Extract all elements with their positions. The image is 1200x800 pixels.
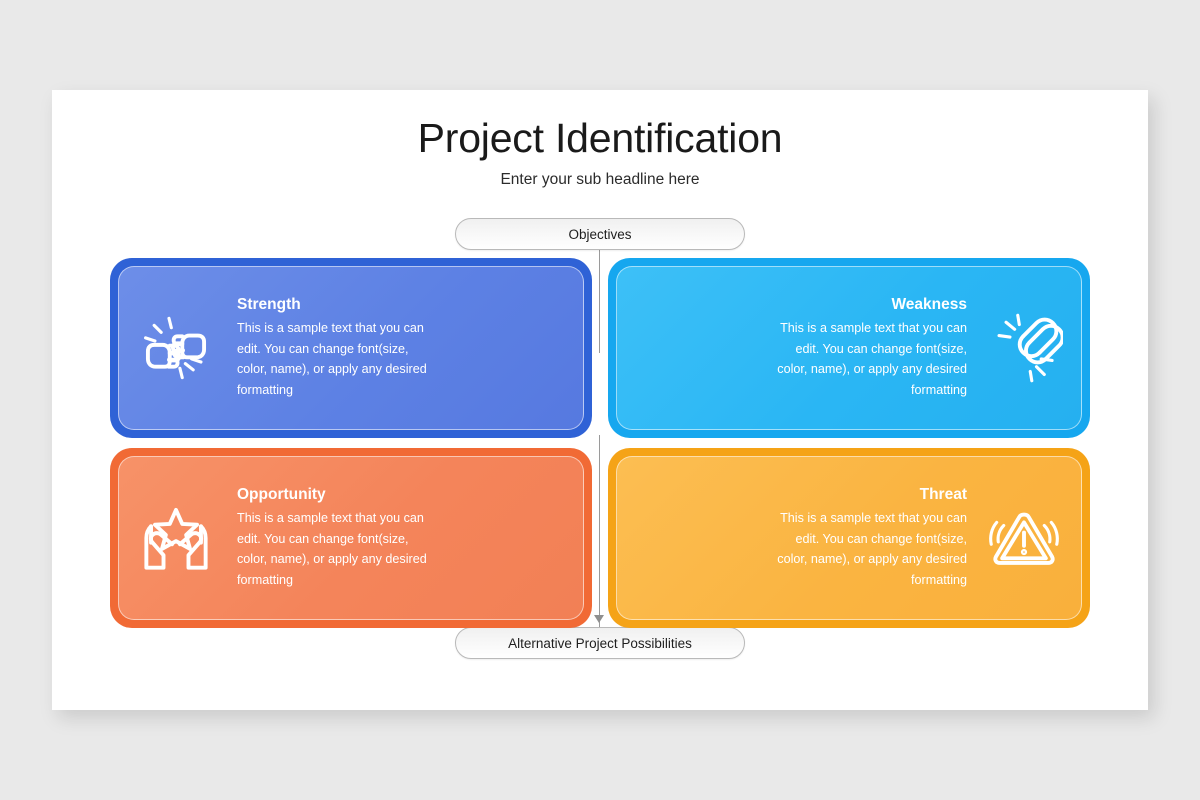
quadrant-card-strength[interactable]: Strength This is a sample text that you … <box>110 258 592 438</box>
quadrant-body-strength: This is a sample text that you can edit.… <box>237 320 427 398</box>
quadrant-card-opportunity[interactable]: Opportunity This is a sample text that y… <box>110 448 592 628</box>
alternative-project-possibilities-pill[interactable]: Alternative Project Possibilities <box>455 627 745 659</box>
connector-arrow-icon <box>594 615 604 623</box>
quadrant-heading-strength: Strength <box>237 296 301 313</box>
hands-holding-star-icon <box>133 495 219 581</box>
quadrant-card-threat[interactable]: Threat This is a sample text that you ca… <box>608 448 1090 628</box>
quadrant-inner-opportunity: Opportunity This is a sample text that y… <box>118 456 584 620</box>
page-subtitle: Enter your sub headline here <box>500 171 700 188</box>
connector-line-top <box>599 248 600 353</box>
quadrant-body-opportunity: This is a sample text that you can edit.… <box>237 510 427 588</box>
page-title: Project Identification <box>417 115 783 161</box>
fist-bump-icon <box>133 305 219 391</box>
slide-canvas: Project Identification Enter your sub he… <box>52 90 1148 710</box>
quadrant-inner-weakness: Weakness This is a sample text that you … <box>616 266 1082 430</box>
objectives-pill[interactable]: Objectives <box>455 218 745 250</box>
quadrant-heading-threat: Threat <box>919 486 967 503</box>
quadrant-heading-weakness: Weakness <box>891 296 967 313</box>
warning-triangle-alert-icon <box>981 495 1067 581</box>
quadrant-text-strength: Strength This is a sample text that you … <box>219 295 569 401</box>
quadrant-card-weakness[interactable]: Weakness This is a sample text that you … <box>608 258 1090 438</box>
quadrant-text-threat: Threat This is a sample text that you ca… <box>631 485 981 591</box>
quadrant-text-opportunity: Opportunity This is a sample text that y… <box>219 485 569 591</box>
quadrant-heading-opportunity: Opportunity <box>237 486 326 503</box>
broken-chain-link-icon <box>981 305 1067 391</box>
connector-line-bottom <box>599 435 600 630</box>
quadrant-body-threat: This is a sample text that you can edit.… <box>777 510 967 588</box>
quadrant-text-weakness: Weakness This is a sample text that you … <box>631 295 981 401</box>
quadrant-inner-threat: Threat This is a sample text that you ca… <box>616 456 1082 620</box>
quadrant-body-weakness: This is a sample text that you can edit.… <box>777 320 967 398</box>
quadrant-inner-strength: Strength This is a sample text that you … <box>118 266 584 430</box>
